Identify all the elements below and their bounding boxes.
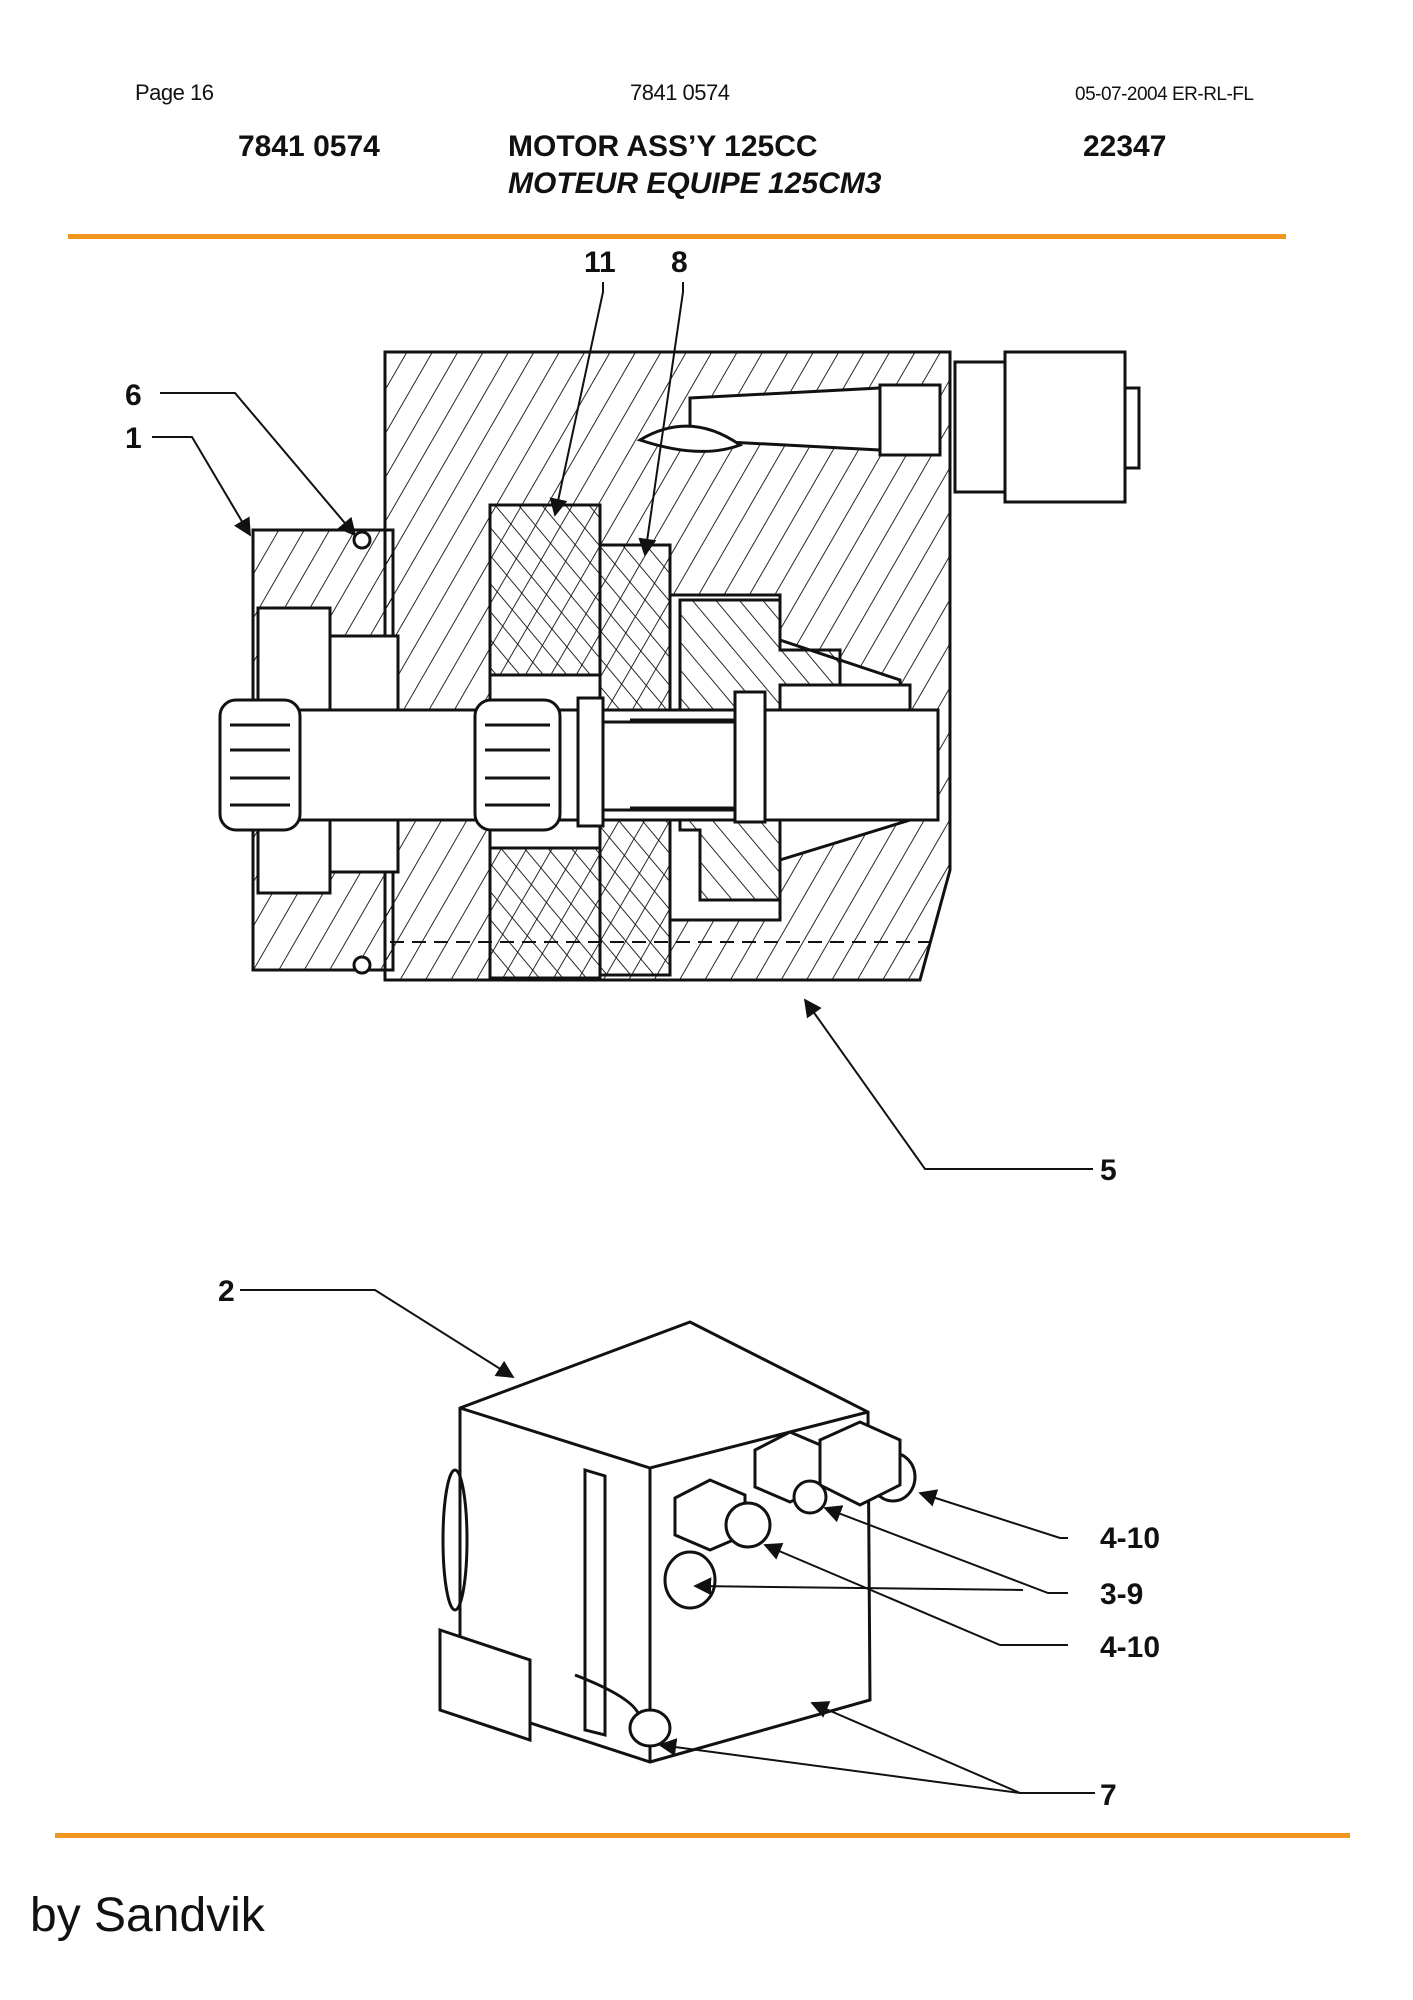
- isometric-leaders: [240, 1289, 1095, 1794]
- callout-6: 6: [125, 379, 142, 412]
- part-number: 7841 0574: [238, 130, 380, 163]
- callout-4-10-lower: 4-10: [1100, 1631, 1160, 1664]
- callout-8: 8: [671, 246, 688, 279]
- callout-3-9: 3-9: [1100, 1578, 1143, 1611]
- motor-cross-section: [218, 350, 1141, 982]
- title-english: MOTOR ASS’Y 125CC: [508, 130, 818, 163]
- title-french: MOTEUR EQUIPE 125CM3: [508, 167, 882, 200]
- date-code: 05-07-2004 ER-RL-FL: [1075, 84, 1254, 105]
- page-number: Page 16: [135, 80, 214, 105]
- callout-2: 2: [218, 1275, 235, 1308]
- valve-block-isometric: [438, 1320, 917, 1764]
- callout-4-10-upper: 4-10: [1100, 1522, 1160, 1555]
- callout-11: 11: [584, 246, 616, 279]
- bottom-divider: [55, 1833, 1350, 1838]
- footer-credit: by Sandvik: [30, 1889, 265, 1942]
- callout-5: 5: [1100, 1154, 1117, 1187]
- callout-1: 1: [125, 422, 142, 455]
- section-leaders: [152, 282, 1093, 1170]
- reference-number: 22347: [1083, 130, 1167, 163]
- top-divider: [68, 234, 1286, 239]
- callout-7: 7: [1100, 1779, 1117, 1812]
- doc-number: 7841 0574: [630, 80, 730, 105]
